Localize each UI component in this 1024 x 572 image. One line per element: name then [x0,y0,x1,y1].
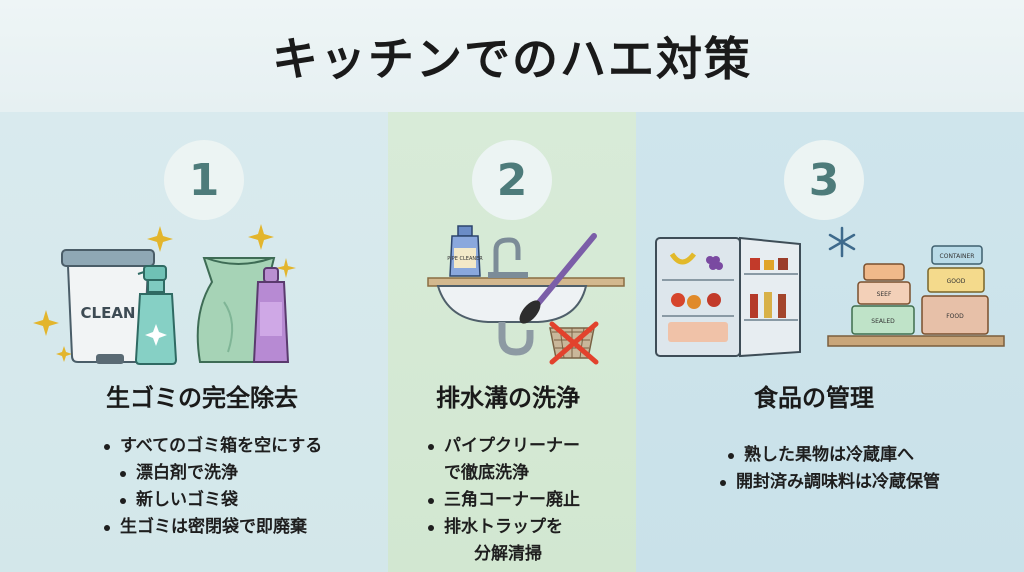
trash-bin-icon: CLEAN [61,249,155,364]
step-number: 1 [164,140,244,220]
section-heading: 排水溝の洗浄 [436,384,580,412]
section-heading: 食品の管理 [754,384,874,412]
refrigerator-icon [655,236,801,358]
section-food: 3 SEEF SEALED [636,112,1024,572]
list-item: 新しいゴミ袋 [116,487,322,514]
container-label: FOOD [946,313,964,320]
tip-list: 熟した果物は冷蔵庫へ 開封済み調味料は冷蔵保管 [716,442,940,496]
bin-label: CLEAN [81,304,136,322]
page-title: キッチンでのハエ対策 [272,32,752,86]
drain-illustration: PIPE CLEANER [427,225,625,365]
list-item: パイプクリーナー [424,433,580,460]
no-strainer-icon [549,321,599,365]
container-label: SEEF [877,291,892,298]
list-item: 三角コーナー廃止 [424,487,580,514]
faucet-icon [488,237,528,278]
spray-bottle-icon [134,265,178,365]
bottle-label: PIPE CLEANER [447,256,483,262]
step-number: 3 [784,140,864,220]
list-item: 漂白剤で洗浄 [116,460,322,487]
section-drain: 2 PIPE CLEANER [388,112,636,572]
section-garbage: 1 CLEAN [0,112,388,572]
list-item: 熟した果物は冷蔵庫へ [724,442,940,469]
container-label: GOOD [947,278,966,285]
list-item: 生ゴミは密閉袋で即廃棄 [100,514,322,541]
container-label: CONTAINER [940,253,975,260]
step-number: 2 [472,140,552,220]
pipe-cleaner-bottle-icon: PIPE CLEANER [447,225,483,277]
drain-brush-icon [519,233,597,324]
list-item: で徹底洗浄 [444,463,529,483]
container-label: SEALED [871,318,895,325]
list-item: 排水トラップを [424,514,580,541]
food-container-icon: SEEF SEALED CONTAINER GOOD FOOD [851,245,989,335]
list-item: すべてのゴミ箱を空にする [100,433,322,460]
detergent-bottle-icon [252,267,290,363]
food-illustration: SEEF SEALED CONTAINER GOOD FOOD [655,226,1005,358]
header: キッチンでのハエ対策 [0,0,1024,112]
list-item: 開封済み調味料は冷蔵保管 [716,469,940,496]
tip-list: すべてのゴミ箱を空にする 漂白剤で洗浄 新しいゴミ袋 生ゴミは密閉袋で即廃棄 [100,433,322,541]
list-item: 分解清掃 [474,544,542,564]
tip-list: パイプクリーナー で徹底洗浄 三角コーナー廃止 排水トラップを 分解清掃 [424,433,580,568]
garbage-illustration: CLEAN [33,224,296,365]
sparkle-icon [33,224,296,362]
snowflake-icon [828,226,856,258]
section-heading: 生ゴミの完全除去 [106,384,298,412]
